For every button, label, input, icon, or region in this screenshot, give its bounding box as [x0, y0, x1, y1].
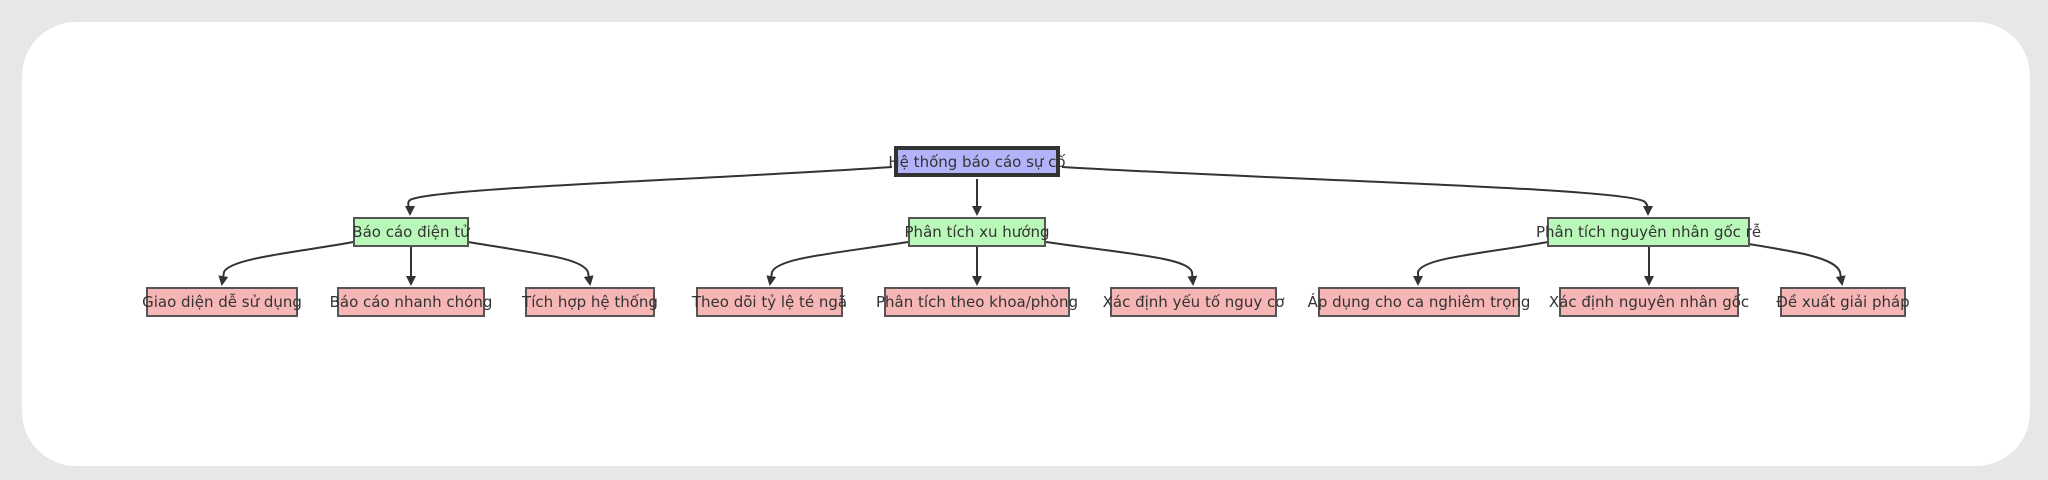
node-leaf-system-integration: Tích hợp hệ thống [522, 287, 658, 317]
edge-trend-analysis-to-fall-rate-tracking [766, 241, 909, 286]
edge-root-to-root-cause-analysis [1061, 166, 1653, 216]
node-root: Hệ thống báo cáo sự cố [888, 146, 1066, 177]
edge-electronic-reporting-to-system-integration [467, 241, 594, 286]
edge-root-to-electronic-reporting [404, 166, 893, 216]
node-leaf-department-analysis: Phân tích theo khoa/phòng [876, 287, 1078, 317]
node-leaf-propose-solutions: Đề xuất giải pháp [1776, 287, 1910, 317]
node-leaf-fast-reporting: Báo cáo nhanh chóng [330, 287, 492, 317]
node-leaf-root-cause-identification: Xác định nguyên nhân gốc [1549, 287, 1749, 317]
node-branch-electronic-reporting: Báo cáo điện tử [352, 217, 470, 247]
node-leaf-severe-cases: Áp dụng cho ca nghiêm trọng [1308, 287, 1530, 317]
edge-trend-analysis-to-risk-factors [1045, 241, 1198, 286]
node-branch-trend-analysis: Phân tích xu hướng [905, 217, 1049, 247]
node-leaf-fall-rate-tracking: Theo dõi tỷ lệ té ngã [692, 287, 847, 317]
edge-electronic-reporting-to-easy-interface [218, 241, 354, 286]
node-leaf-easy-interface: Giao diện dễ sử dụng [142, 287, 302, 317]
edge-root-cause-analysis-to-propose-solutions [1735, 241, 1846, 286]
node-branch-root-cause-analysis: Phân tích nguyên nhân gốc rễ [1536, 217, 1761, 247]
node-leaf-risk-factors: Xác định yếu tố nguy cơ [1103, 287, 1284, 317]
edge-root-cause-analysis-to-severe-cases [1413, 241, 1549, 286]
